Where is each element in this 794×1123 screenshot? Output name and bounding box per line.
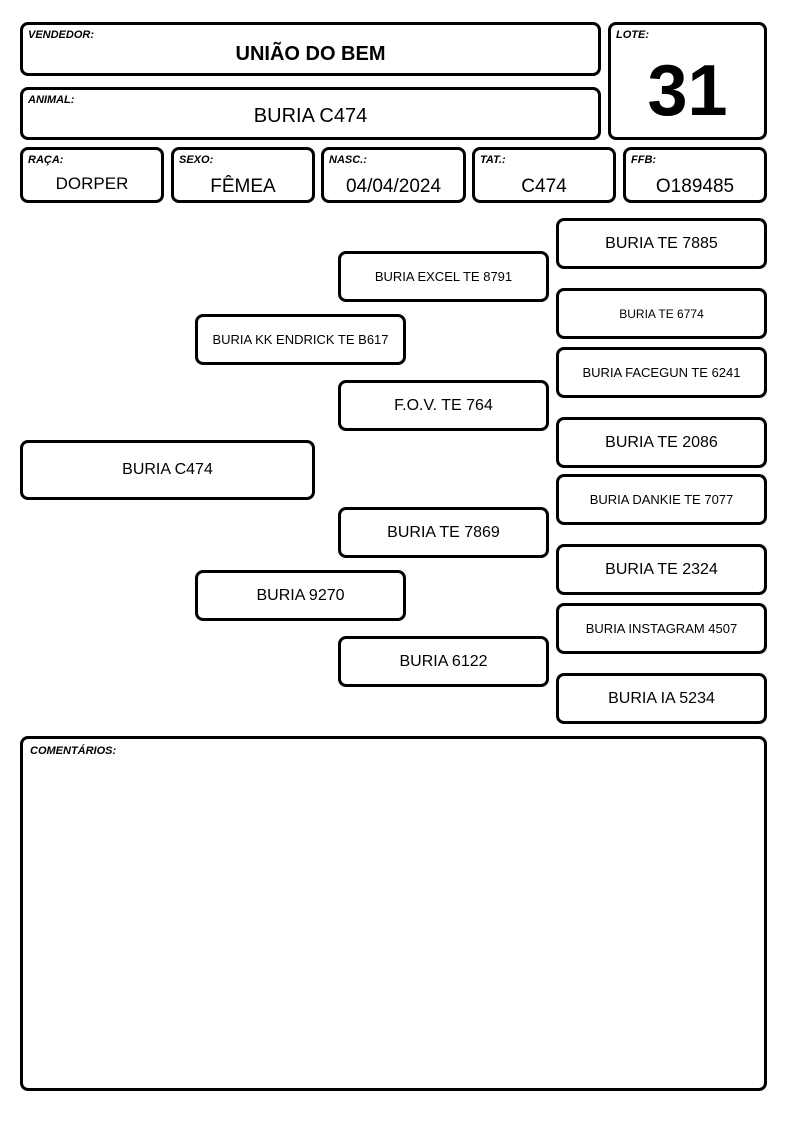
pedigree-gg-4: BURIA TE 2086	[556, 417, 767, 468]
comments-box[interactable]: COMENTÁRIOS:	[20, 736, 767, 1091]
tat-value: C474	[521, 176, 567, 197]
pedigree-dam-dam: BURIA 6122	[338, 636, 549, 687]
tat-box: TAT.: C474	[472, 147, 616, 203]
vendedor-box: VENDEDOR: UNIÃO DO BEM	[20, 22, 601, 76]
sexo-box: SEXO: FÊMEA	[171, 147, 315, 203]
animal-label: ANIMAL:	[28, 94, 75, 106]
pedigree-animal: BURIA C474	[20, 440, 315, 500]
pedigree-dam-sire: BURIA TE 7869	[338, 507, 549, 558]
pedigree-gg-1: BURIA TE 7885	[556, 218, 767, 269]
pedigree-gg-2: BURIA TE 6774	[556, 288, 767, 339]
comments-label: COMENTÁRIOS:	[30, 745, 117, 757]
raca-label: RAÇA:	[28, 154, 64, 166]
lote-label: LOTE:	[616, 29, 649, 41]
vendedor-value: UNIÃO DO BEM	[235, 43, 386, 65]
nasc-box: NASC.: 04/04/2024	[321, 147, 466, 203]
lote-number: 31	[647, 51, 728, 131]
pedigree-sire-sire: BURIA EXCEL TE 8791	[338, 251, 549, 302]
ffb-box: FFB: O189485	[623, 147, 767, 203]
pedigree-gg-7: BURIA INSTAGRAM 4507	[556, 603, 767, 654]
nasc-label: NASC.:	[329, 154, 367, 166]
pedigree-sire: BURIA KK ENDRICK TE B617	[195, 314, 406, 365]
animal-value: BURIA C474	[253, 105, 368, 127]
pedigree-gg-3: BURIA FACEGUN TE 6241	[556, 347, 767, 398]
ffb-label: FFB:	[631, 154, 657, 166]
pedigree-gg-5: BURIA DANKIE TE 7077	[556, 474, 767, 525]
sexo-label: SEXO:	[179, 154, 214, 166]
pedigree-gg-6: BURIA TE 2324	[556, 544, 767, 595]
tat-label: TAT.:	[480, 154, 506, 166]
vendedor-label: VENDEDOR:	[28, 29, 95, 41]
comments-text[interactable]	[31, 763, 756, 1080]
lote-box: LOTE: 31	[608, 22, 767, 140]
pedigree-gg-8: BURIA IA 5234	[556, 673, 767, 724]
sexo-value: FÊMEA	[210, 176, 276, 197]
pedigree-dam: BURIA 9270	[195, 570, 406, 621]
raca-box: RAÇA: DORPER	[20, 147, 164, 203]
ffb-value: O189485	[655, 176, 735, 197]
pedigree-sire-dam: F.O.V. TE 764	[338, 380, 549, 431]
animal-box: ANIMAL: BURIA C474	[20, 87, 601, 140]
nasc-value: 04/04/2024	[345, 176, 442, 197]
raca-value: DORPER	[55, 174, 129, 193]
